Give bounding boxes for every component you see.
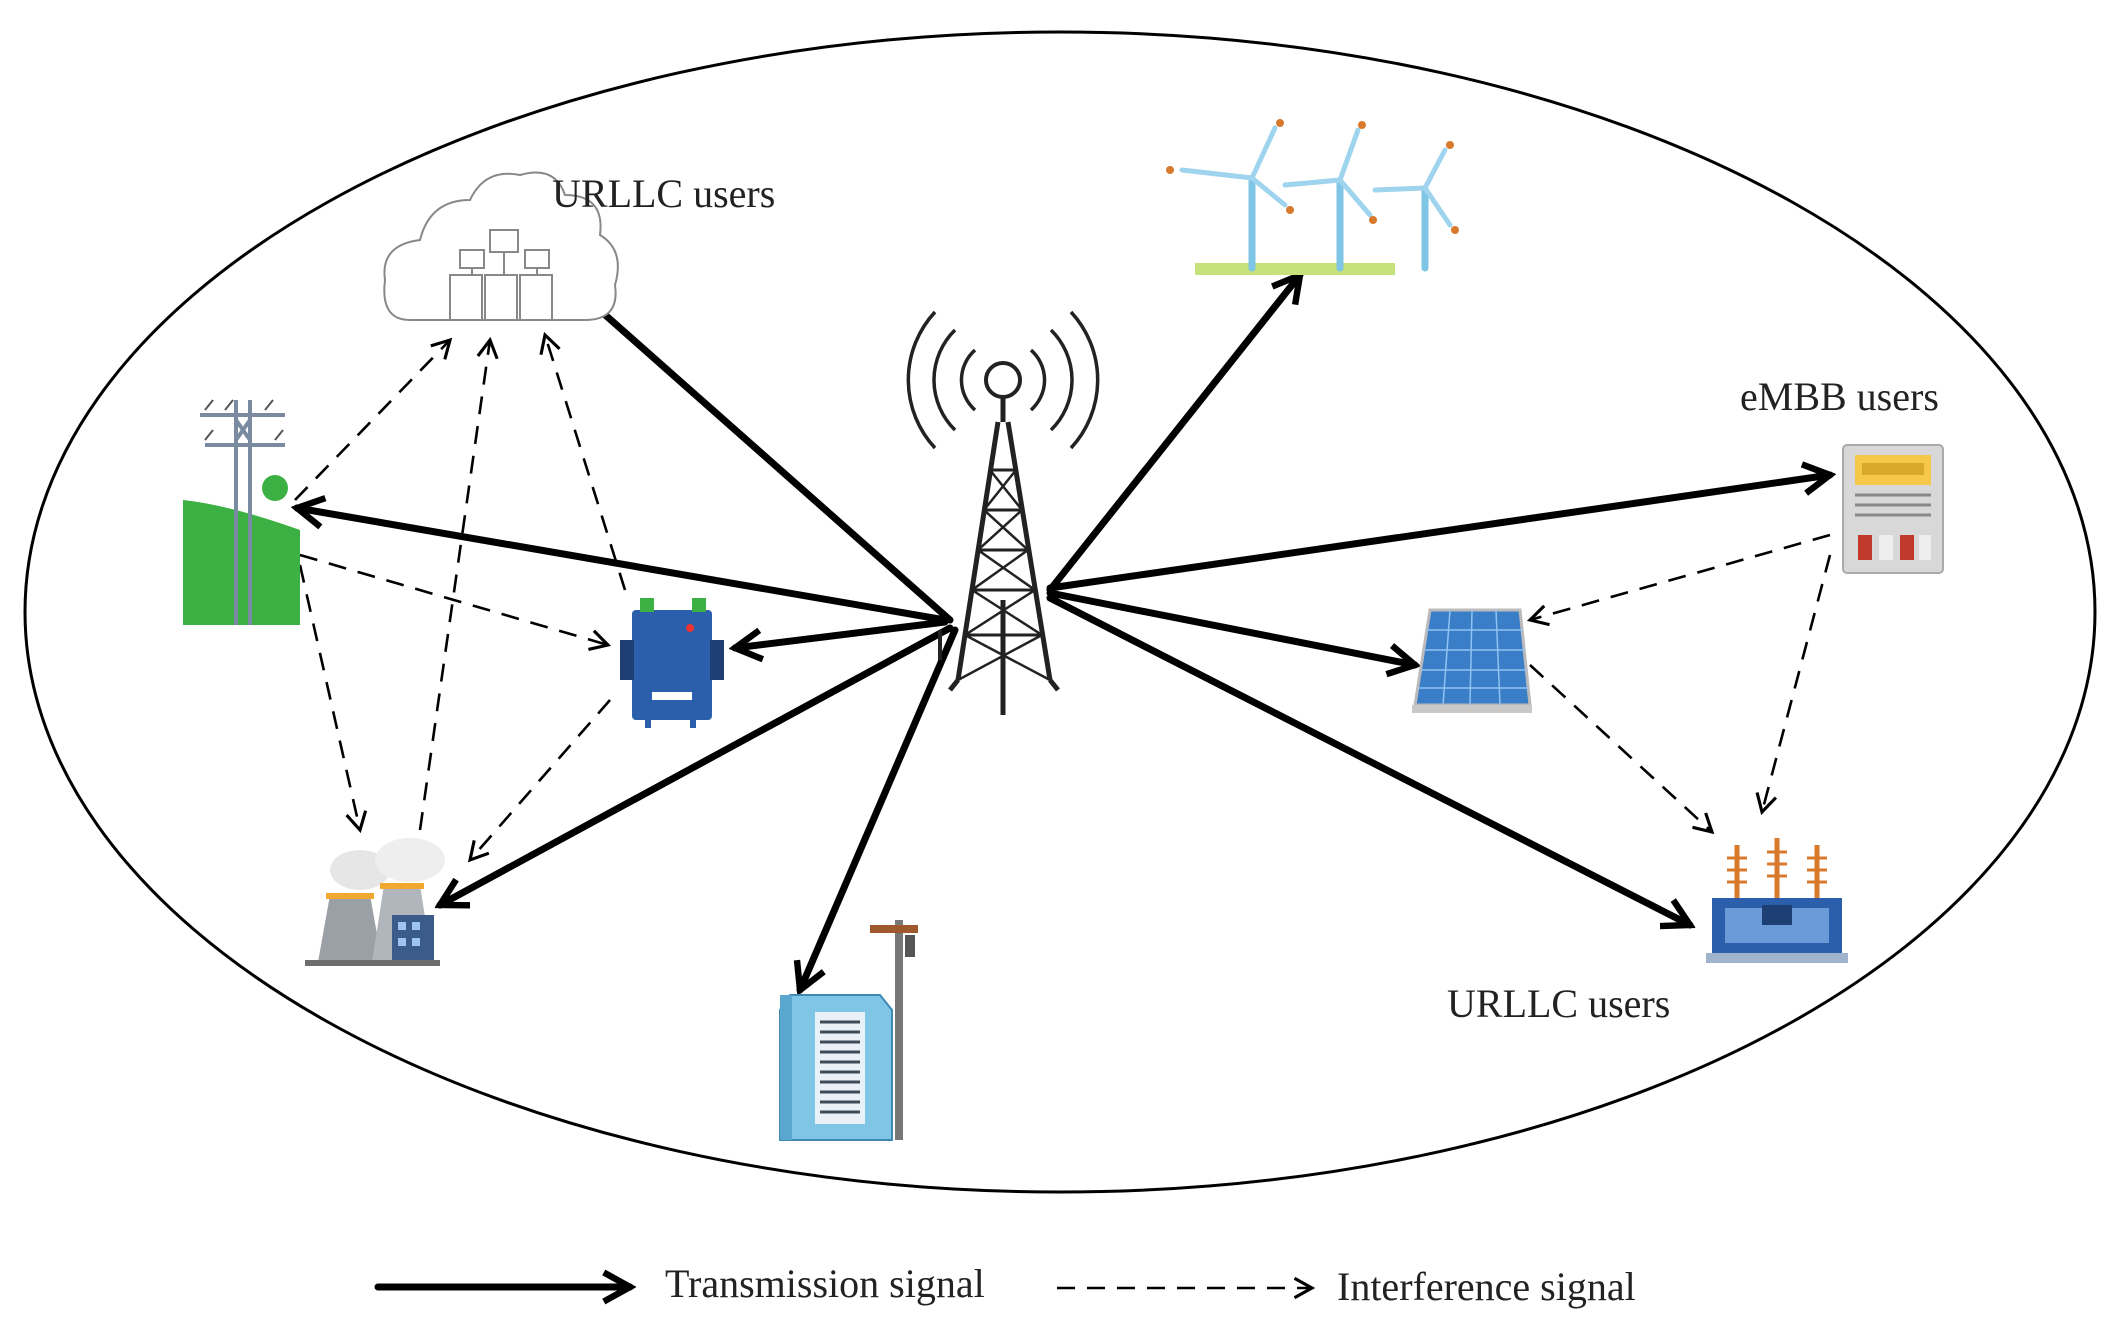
transmission-arrow bbox=[1046, 594, 1690, 925]
cloud-server-icon bbox=[383, 171, 619, 321]
transmission-arrow bbox=[800, 626, 959, 990]
interference-arrows bbox=[294, 331, 1832, 863]
transmission-arrow bbox=[1046, 475, 1830, 592]
interference-arrow bbox=[1529, 664, 1715, 835]
interference-arrow bbox=[1755, 554, 1832, 816]
wind-turbine-icon bbox=[1166, 119, 1459, 275]
interference-arrow bbox=[539, 331, 627, 591]
transmission-arrow bbox=[440, 624, 954, 909]
transmission-arrows bbox=[297, 275, 1830, 990]
transmission-arrow bbox=[1046, 275, 1300, 594]
interference-arrow bbox=[418, 336, 499, 831]
cell-tower-icon bbox=[906, 310, 1100, 715]
smart-meter-icon bbox=[1842, 444, 1944, 574]
urllc-users-label-top: URLLC users bbox=[552, 171, 775, 216]
transmission-arrow bbox=[735, 618, 949, 648]
transmission-arrow bbox=[297, 508, 949, 624]
transmission-arrow bbox=[1046, 589, 1415, 665]
transmission-arrow bbox=[560, 275, 954, 624]
power-plant-icon bbox=[305, 838, 445, 966]
legend: Transmission signal Interference signal bbox=[374, 1261, 1636, 1309]
power-pylon-icon bbox=[183, 399, 300, 625]
interference-arrow bbox=[294, 337, 453, 501]
legend-transmission-label: Transmission signal bbox=[665, 1261, 985, 1306]
coverage-ellipse bbox=[23, 30, 2097, 1194]
interference-arrow bbox=[299, 553, 612, 651]
interference-arrow bbox=[298, 564, 368, 834]
interference-arrow bbox=[1526, 533, 1831, 627]
distribution-cabinet-icon bbox=[779, 920, 918, 1141]
solar-panel-icon bbox=[1412, 608, 1532, 713]
iot-gateway-icon bbox=[620, 598, 724, 728]
legend-interference-label: Interference signal bbox=[1337, 1264, 1636, 1309]
embb-users-label: eMBB users bbox=[1740, 374, 1939, 419]
interference-arrow bbox=[467, 699, 611, 863]
urllc-users-label-bottom: URLLC users bbox=[1447, 981, 1670, 1026]
substation-transformer-icon bbox=[1706, 838, 1848, 963]
